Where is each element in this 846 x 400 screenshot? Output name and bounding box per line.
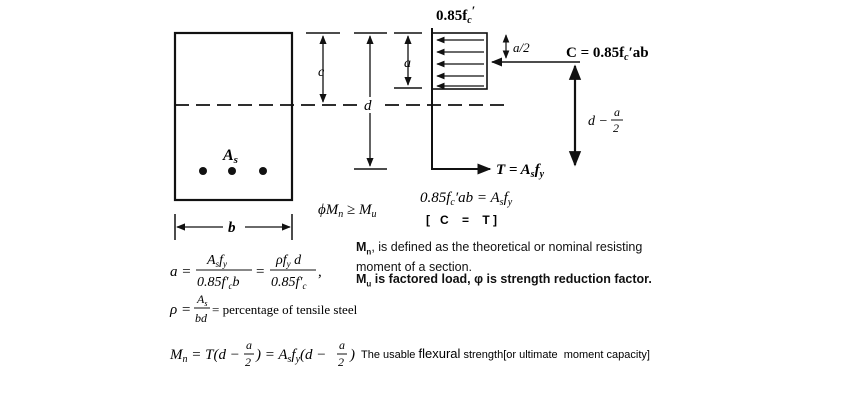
mu-definition-note: Mu is factored load, φ is strength reduc… — [356, 272, 652, 289]
stress-label: 0.85fc′ — [436, 3, 475, 26]
formula-mn: Mn = T(d − a 2 ) = Asfy(d − a 2 ) The us… — [169, 338, 650, 369]
svg-text:Asfy: Asfy — [206, 253, 227, 269]
steel-area-label: As — [222, 147, 238, 166]
svg-text:2: 2 — [245, 355, 251, 369]
width-b-label: b — [228, 220, 236, 236]
svg-text:a: a — [246, 338, 252, 352]
depth-a-label: a — [404, 56, 411, 71]
svg-text:bd: bd — [195, 311, 208, 325]
svg-text:2: 2 — [613, 121, 619, 135]
design-condition: ϕMn ≥ Mu — [318, 202, 377, 220]
svg-text:2: 2 — [338, 355, 344, 369]
steel-bar-1 — [199, 167, 207, 175]
svg-text:): ) — [349, 347, 355, 363]
svg-text:0.85f′cb: 0.85f′cb — [197, 275, 239, 291]
svg-text:) = Asfy(d −: ) = Asfy(d − — [255, 347, 326, 365]
equilibrium-equation: 0.85fc′ab = Asfy — [420, 190, 513, 208]
stress-block — [431, 32, 488, 90]
svg-text:0.85f′c: 0.85f′c — [271, 275, 306, 291]
compression-force-label: C = 0.85fc′ab — [566, 45, 649, 63]
steel-bar-3 — [259, 167, 267, 175]
steel-bar-2 — [228, 167, 236, 175]
equilibrium-short: [ C = T ] — [426, 213, 497, 227]
svg-text:a =: a = — [170, 264, 191, 280]
formula-a: a = Asfy 0.85f′cb = ρfy d 0.85f′c , — [170, 253, 322, 291]
depth-d-label: d — [364, 98, 372, 114]
svg-text:ρfy d: ρfy d — [275, 253, 302, 269]
beam-cross-section — [173, 31, 294, 202]
svg-text:As: As — [196, 292, 207, 308]
half-a-label: a/2 — [513, 40, 530, 55]
svg-text:a: a — [614, 105, 620, 119]
stress-arrows — [436, 36, 484, 90]
tension-force-label: T = Asfy — [496, 162, 545, 180]
formula-rho: ρ = As bd = percentage of tensile steel — [169, 292, 358, 325]
svg-text:Mn = T(d −: Mn = T(d − — [169, 347, 240, 365]
svg-text:ρ =: ρ = — [169, 302, 191, 318]
depth-c-label: c — [318, 65, 325, 80]
svg-text:,: , — [318, 264, 322, 280]
lever-arm-label: d − — [588, 114, 608, 129]
svg-text:=: = — [256, 264, 264, 280]
svg-text:= percentage of tensile steel: = percentage of tensile steel — [212, 302, 358, 317]
svg-text:a: a — [339, 338, 345, 352]
svg-text:The usable flexural strength[o: The usable flexural strength[or ultimate… — [361, 346, 650, 361]
mn-definition-note: Mn, is defined as the theoretical or nom… — [356, 240, 643, 274]
